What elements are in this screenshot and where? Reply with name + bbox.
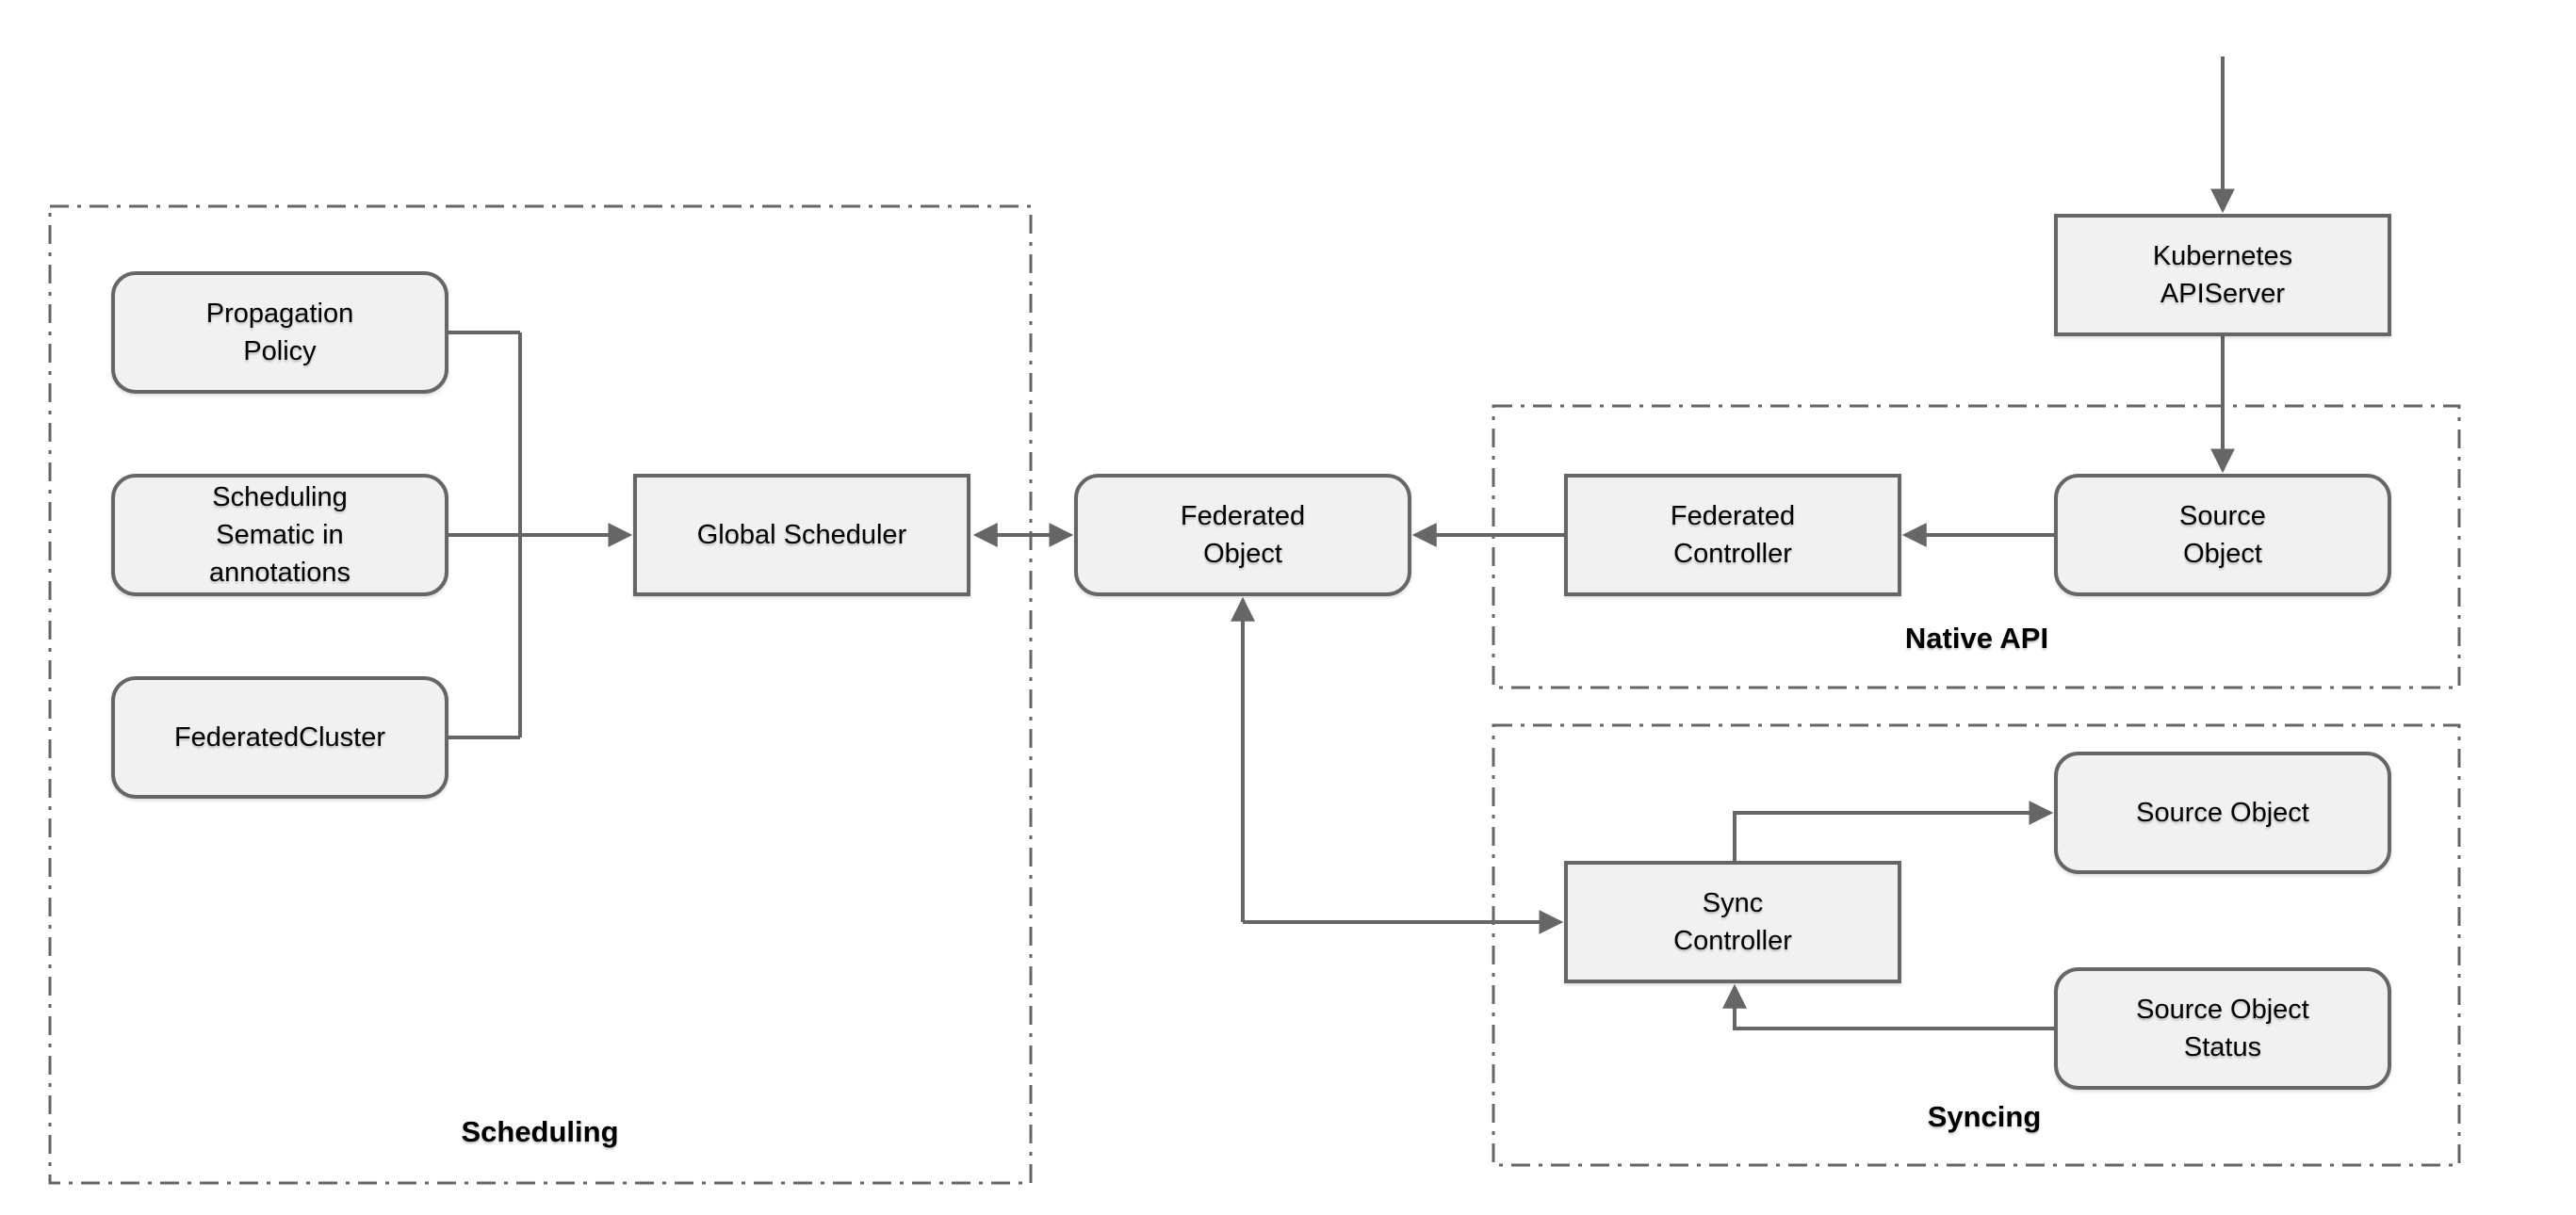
- group-label-native-api: Native API: [1904, 622, 2049, 655]
- node-label: Controller: [1673, 926, 1792, 956]
- node-label: Object: [1203, 539, 1282, 569]
- node-label: Source Object: [2136, 995, 2309, 1025]
- node-label: Propagation: [205, 299, 354, 329]
- node-label: annotations: [209, 558, 351, 588]
- node-label: Sync: [1702, 888, 1764, 918]
- node-label: Federated: [1180, 501, 1306, 531]
- node-kubernetes-apiserver: Kubernetes APIServer: [2054, 214, 2391, 336]
- node-label: Scheduling: [212, 482, 348, 512]
- group-label-syncing: Syncing: [1927, 1100, 2042, 1133]
- node-label: Status: [2183, 1032, 2262, 1062]
- node-label: Sematic in: [216, 520, 344, 550]
- node-label: Object: [2183, 539, 2262, 569]
- node-source-object-sync: Source Object: [2054, 752, 2391, 874]
- node-label: Source Object: [2136, 798, 2309, 828]
- group-box-scheduling: [48, 204, 1033, 1185]
- node-label: Controller: [1673, 539, 1792, 569]
- node-propagation-policy: Propagation Policy: [111, 271, 448, 394]
- node-label: Federated: [1670, 501, 1796, 531]
- node-federated-controller: Federated Controller: [1564, 474, 1901, 596]
- group-label-scheduling: Scheduling: [461, 1115, 619, 1148]
- edge-sync-controller-to-source-object-sync: [1733, 801, 2054, 861]
- node-label: FederatedCluster: [173, 722, 386, 753]
- node-source-object-native: Source Object: [2054, 474, 2391, 596]
- node-label: APIServer: [2160, 279, 2286, 309]
- node-source-object-status: Source Object Status: [2054, 967, 2391, 1090]
- node-label: Global Scheduler: [696, 520, 907, 550]
- edge-source-object-status-to-sync-controller: [1722, 983, 2054, 1030]
- node-federated-object: Federated Object: [1074, 474, 1411, 596]
- node-global-scheduler: Global Scheduler: [633, 474, 970, 596]
- node-scheduling-semantic: Scheduling Sematic in annotations: [111, 474, 448, 596]
- node-label: Policy: [243, 336, 317, 366]
- node-label: Source: [2179, 501, 2266, 531]
- group-box-syncing: [1492, 723, 2461, 1167]
- node-federated-cluster: FederatedCluster: [111, 676, 448, 799]
- group-box-native-api: [1492, 404, 2461, 689]
- node-label: Kubernetes: [2152, 241, 2293, 271]
- node-sync-controller: Sync Controller: [1564, 861, 1901, 983]
